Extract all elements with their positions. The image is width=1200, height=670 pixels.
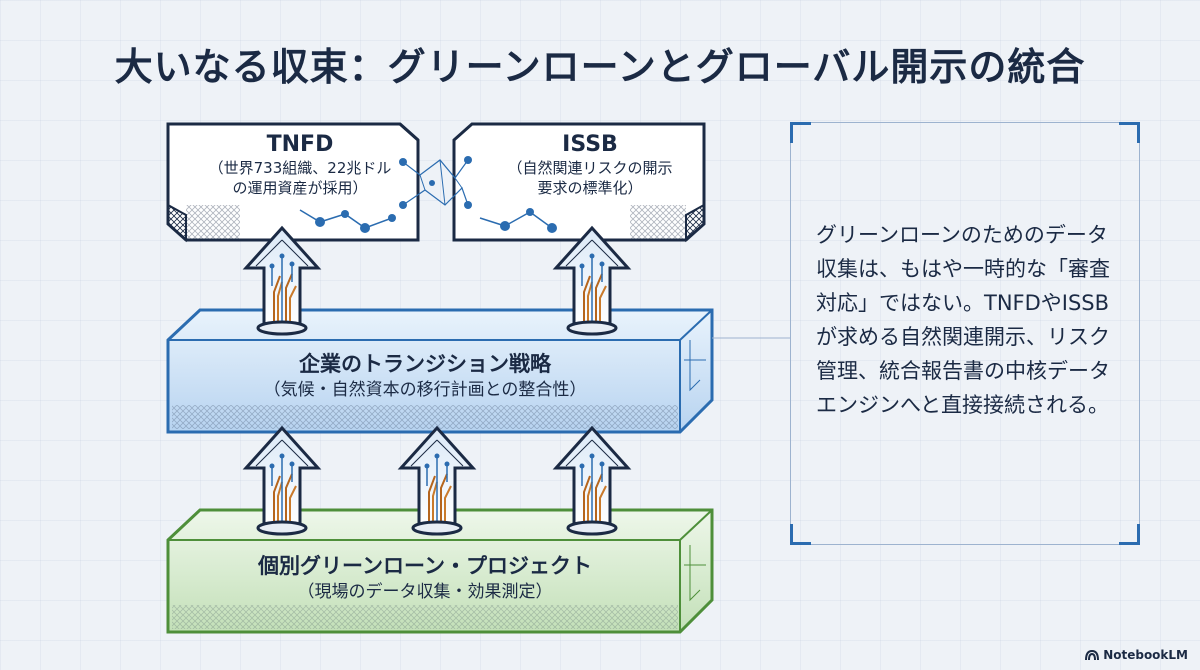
transition-title: 企業のトランジション戦略 (299, 352, 551, 376)
network-connector (399, 156, 472, 209)
issb-box (452, 122, 706, 243)
panel-corner (1119, 122, 1140, 143)
tnfd-sub-line2: の運用資産が採用） (232, 179, 368, 197)
page-title: 大いなる収束：グリーンローンとグローバル開示の統合 (114, 45, 1086, 89)
issb-label: ISSB （自然関連リスクの開示 要求の標準化） (480, 132, 700, 198)
transition-sub: （気候・自然資本の移行計画との整合性） (263, 380, 587, 400)
notebooklm-logo-icon (1085, 649, 1100, 661)
tnfd-title: TNFD (266, 132, 334, 157)
panel-text: グリーンローンのためのデータ収集は、もはや一時的な「審査対応」ではない。TNFD… (816, 223, 1110, 417)
tnfd-box (166, 122, 420, 243)
issb-sub-line2: 要求の標準化） (537, 179, 643, 197)
issb-title: ISSB (562, 132, 618, 157)
transition-layer (166, 308, 714, 434)
panel-corner (790, 122, 811, 143)
issb-sub-line1: （自然関連リスクの開示 (507, 159, 673, 177)
logo-text: NotebookLM (1103, 648, 1188, 662)
project-title: 個別グリーンローン・プロジェクト (258, 554, 592, 578)
panel-corner (790, 524, 811, 545)
panel-frame (790, 122, 1140, 545)
panel-corner (1119, 524, 1140, 545)
project-layer (166, 508, 714, 634)
project-sub: （現場のデータ収集・効果測定） (297, 582, 553, 602)
project-label: 個別グリーンローン・プロジェクト （現場のデータ収集・効果測定） (170, 552, 680, 604)
tnfd-label: TNFD （世界733組織、22兆ドル の運用資産が採用） (190, 132, 410, 198)
notebooklm-logo: NotebookLM (1085, 648, 1188, 662)
transition-label: 企業のトランジション戦略 （気候・自然資本の移行計画との整合性） (170, 350, 680, 402)
explanation-panel: グリーンローンのためのデータ収集は、もはや一時的な「審査対応」ではない。TNFD… (790, 122, 1140, 545)
tnfd-sub-line1: （世界733組織、22兆ドル (208, 159, 392, 177)
